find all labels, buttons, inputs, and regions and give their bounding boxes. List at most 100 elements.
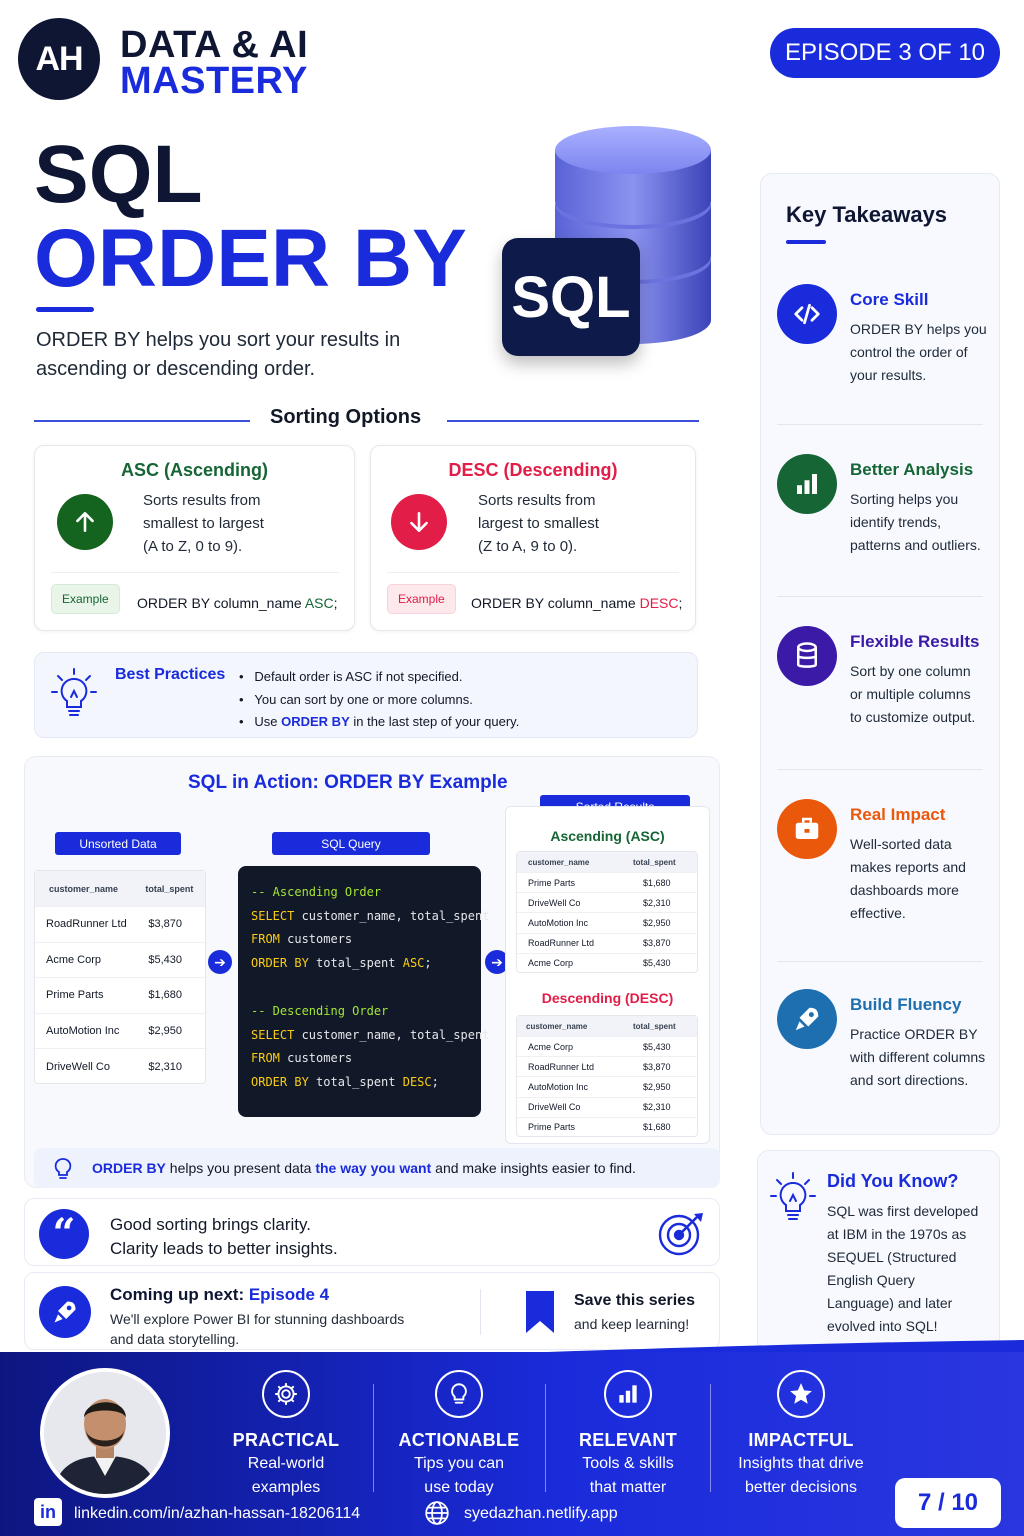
- bookmark-icon[interactable]: [523, 1289, 557, 1335]
- cell-customer-name: Prime Parts: [528, 1122, 576, 1133]
- save-series-title: Save this series: [574, 1292, 695, 1309]
- table-row: RoadRunner Ltd $3,870: [517, 1056, 697, 1076]
- footer-feature-title: ACTIONABLE: [398, 1430, 520, 1450]
- asc-desc-line: (A to Z, 0 to 9).: [143, 538, 243, 555]
- save-series-subtitle: and keep learning!: [574, 1316, 690, 1332]
- takeaway-desc-line: dashboards more: [850, 882, 959, 898]
- table-row: AutoMotion Inc$2,950: [517, 912, 697, 932]
- cell-total-spent: $3,870: [643, 1061, 671, 1072]
- footer-feature-desc: examples: [251, 1479, 321, 1496]
- coming-up-box: Coming up next: Episode 4 We'll explore …: [24, 1272, 720, 1350]
- footer-feature-desc: better decisions: [744, 1479, 858, 1496]
- takeaway-desc-line: makes reports and: [850, 859, 966, 875]
- sql-in-action-title: SQL in Action: ORDER BY Example: [188, 772, 508, 793]
- footer-separator: [373, 1384, 374, 1492]
- cell-customer-name: DriveWell Co: [528, 1102, 581, 1113]
- title-underline: [36, 307, 94, 312]
- asc-title: ASC (Ascending): [120, 460, 268, 480]
- takeaway-desc-line: effective.: [850, 905, 906, 921]
- table-row: RoadRunner Ltd$3,870: [35, 906, 205, 942]
- example-tag: Example: [387, 584, 456, 614]
- cell-total-spent: $1,680: [643, 877, 671, 888]
- cell-customer-name: AutoMotion Inc: [528, 917, 589, 928]
- takeaway-desc-line: with different columns: [850, 1049, 986, 1065]
- desc-results-table: customer_name total_spent Acme Corp$5,43…: [516, 1015, 698, 1137]
- cell-total-spent: $1,680: [643, 1122, 671, 1133]
- brand-line2: MASTERY: [120, 60, 308, 102]
- code-line: SELECT customer_name, total_spent: [251, 908, 490, 923]
- table-header: customer_name total_spent: [35, 871, 205, 906]
- quote-box: “ Good sorting brings clarity. Clarity l…: [24, 1198, 720, 1266]
- takeaway-desc-line: identify trends,: [850, 514, 942, 530]
- cell-customer-name: Prime Parts: [528, 877, 576, 888]
- footer-feature-desc: Tips you can: [413, 1455, 505, 1472]
- page-title: SQL: [34, 129, 203, 220]
- target-icon: [658, 1213, 703, 1256]
- best-practice-item: • You can sort by one or more columns.: [239, 691, 473, 707]
- title-underline: [786, 240, 826, 244]
- sql-code-block: -- Ascending Order SELECT customer_name,…: [238, 866, 490, 1117]
- website-link[interactable]: syedazhan.netlify.app: [464, 1505, 618, 1522]
- key-takeaways-title: Key Takeaways: [786, 202, 948, 227]
- rocket-icon: [777, 989, 837, 1049]
- asc-example-code: ORDER BY column_name ASC;: [137, 595, 338, 611]
- takeaway-divider: [777, 961, 983, 962]
- cell-total-spent: $5,430: [643, 1041, 671, 1052]
- desc-example-code: ORDER BY column_name DESC;: [471, 595, 683, 611]
- takeaway-divider: [777, 424, 983, 425]
- takeaway-title: Real Impact: [850, 805, 946, 824]
- asc-results-title: Ascending (ASC): [550, 828, 665, 844]
- code-comment: -- Descending Order: [251, 1003, 389, 1018]
- quote-line: Good sorting brings clarity.: [110, 1215, 311, 1234]
- section-divider: [34, 420, 250, 422]
- table-row: DriveWell Co$2,310: [517, 892, 697, 912]
- unsorted-data-label: Unsorted Data: [55, 832, 181, 855]
- cell-total-spent: $2,310: [148, 1060, 183, 1073]
- cell-total-spent: $3,870: [643, 938, 671, 949]
- footer-feature-title: RELEVANT: [578, 1430, 678, 1450]
- tip-bar: ORDER BY helps you present data the way …: [34, 1148, 720, 1188]
- cell-customer-name: RoadRunner Ltd: [528, 1061, 595, 1072]
- desc-title: DESC (Descending): [448, 460, 618, 480]
- linkedin-link[interactable]: linkedin.com/in/azhan-hassan-18206114: [74, 1505, 361, 1522]
- footer-feature-desc: use today: [424, 1479, 494, 1496]
- best-practice-item: • Default order is ASC if not specified.: [239, 669, 463, 684]
- cell-customer-name: AutoMotion Inc: [528, 1081, 589, 1092]
- coming-up-desc: We'll explore Power BI for stunning dash…: [110, 1311, 405, 1327]
- logo: AH: [18, 18, 100, 100]
- table-row: AutoMotion Inc$2,950: [517, 1076, 697, 1096]
- table-row: Acme Corp$5,430: [517, 1036, 697, 1056]
- takeaway-desc-line: or multiple columns: [850, 686, 971, 702]
- lightbulb-icon: [51, 668, 97, 716]
- database-icon: [777, 626, 837, 686]
- rocket-icon: [39, 1286, 91, 1338]
- takeaway-desc-line: to customize output.: [850, 709, 976, 725]
- quote-line: Clarity leads to better insights.: [110, 1239, 338, 1258]
- best-practices-title: Best Practices: [115, 666, 226, 683]
- did-you-know-line: English Query: [827, 1272, 915, 1288]
- takeaway-desc-line: control the order of: [850, 344, 968, 360]
- gear-icon: [262, 1370, 310, 1418]
- bar-chart-icon: [777, 454, 837, 514]
- takeaway-divider: [777, 769, 983, 770]
- asc-card: ASC (Ascending) Sorts results from small…: [34, 445, 355, 631]
- cell-customer-name: RoadRunner Ltd: [46, 918, 127, 931]
- desc-desc-line: largest to smallest: [478, 515, 599, 532]
- desc-desc-line: Sorts results from: [478, 492, 596, 509]
- linkedin-icon[interactable]: in: [34, 1498, 62, 1526]
- cell-total-spent: $5,430: [148, 953, 183, 966]
- did-you-know-line: SQL was first developed: [827, 1203, 979, 1219]
- footer-separator: [710, 1384, 711, 1492]
- did-you-know-title: Did You Know?: [827, 1171, 959, 1191]
- bar-chart-icon: [604, 1370, 652, 1418]
- cell-customer-name: DriveWell Co: [528, 897, 581, 908]
- table-row: Prime Parts$1,680: [35, 977, 205, 1013]
- takeaway-title: Better Analysis: [850, 460, 974, 479]
- code-comment: -- Ascending Order: [251, 884, 382, 899]
- takeaway-desc-line: and sort directions.: [850, 1072, 969, 1088]
- table-header: customer_name total_spent: [517, 1016, 697, 1036]
- takeaway-desc-line: Practice ORDER BY: [850, 1026, 978, 1042]
- coming-up-title: Coming up next: Episode 4: [110, 1285, 330, 1304]
